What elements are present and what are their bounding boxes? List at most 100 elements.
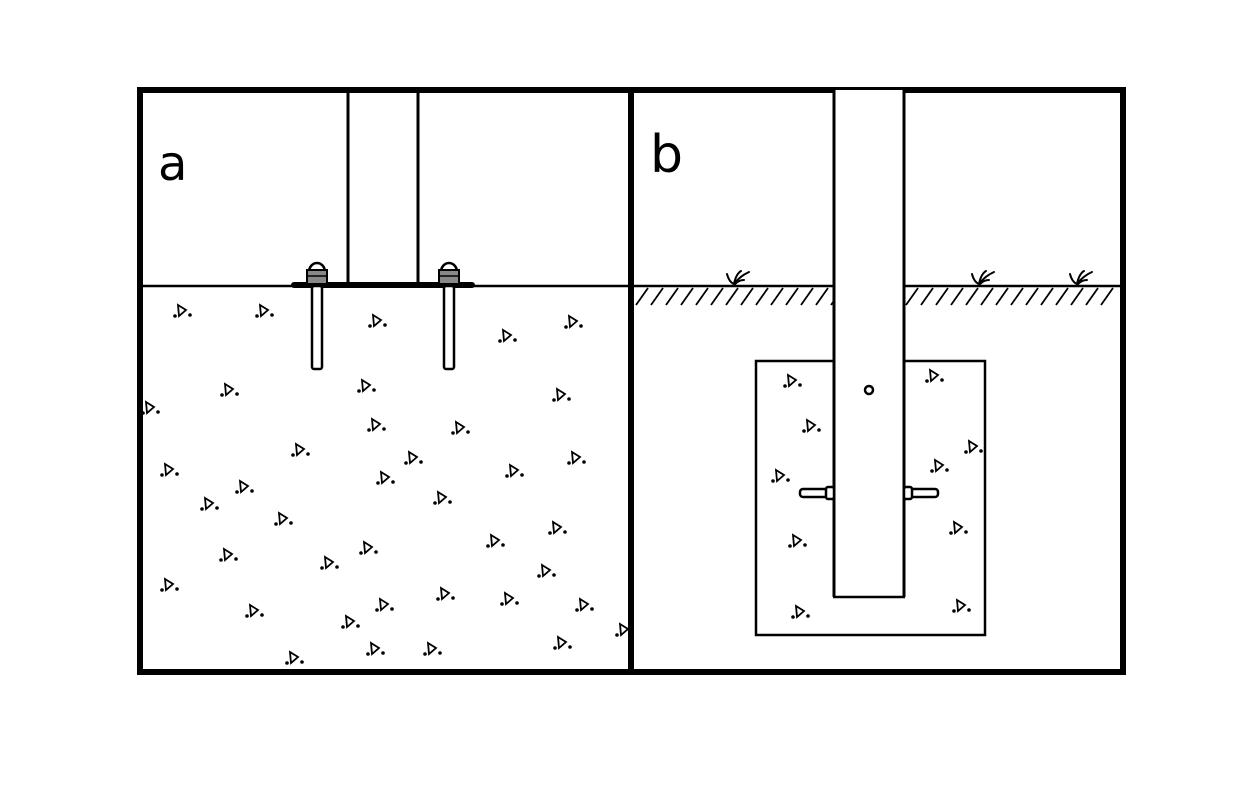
aggregate-mark (367, 417, 386, 432)
soil-hatch-line (665, 287, 679, 306)
aggregate-mark (160, 577, 179, 592)
aggregate-mark (802, 418, 821, 433)
panel-b-post-body (834, 90, 904, 597)
aggregate-mark (274, 511, 293, 526)
aggregate-mark (366, 641, 385, 656)
soil-hatch-line (1010, 287, 1024, 306)
aggregate-mark (498, 328, 517, 343)
aggregate-mark (357, 378, 376, 393)
soil-hatch-line (905, 287, 919, 306)
aggregate-mark (548, 520, 567, 535)
soil-hatch-line (680, 287, 694, 306)
soil-hatch-line (695, 287, 709, 306)
aggregate-mark (436, 586, 455, 601)
grass-tuft (726, 270, 750, 285)
soil-hatch-line (755, 287, 769, 306)
anchor-bolt-left-shaft (310, 284, 324, 371)
panel-b-label: b (650, 125, 683, 185)
soil-hatch-line (1040, 287, 1054, 306)
soil-hatch-line (800, 287, 814, 306)
aggregate-mark (791, 604, 810, 619)
aggregate-mark (404, 450, 423, 465)
aggregate-mark (451, 420, 470, 435)
aggregate-mark (964, 439, 983, 454)
aggregate-mark (235, 479, 254, 494)
soil-hatch-line (920, 287, 934, 306)
aggregate-mark (219, 547, 238, 562)
soil-hatch-line (635, 287, 649, 306)
aggregate-mark (160, 462, 179, 477)
aggregate-mark (173, 303, 192, 318)
panel-b-cross-pin (798, 485, 940, 501)
aggregate-mark (788, 533, 807, 548)
soil-hatch-line (965, 287, 979, 306)
aggregate-mark (341, 614, 360, 629)
panel-b: b (634, 90, 1120, 637)
anchor-bolt-right-nut (438, 269, 460, 285)
soil-hatch-line (935, 287, 949, 306)
aggregate-mark (486, 533, 505, 548)
aggregate-mark (564, 314, 583, 329)
soil-hatch-line (1055, 287, 1069, 306)
panel-b-post (832, 90, 906, 599)
panel-b-soil-hatching (635, 287, 1114, 306)
aggregate-mark (930, 458, 949, 473)
anchor-bolt-left-nut (306, 269, 328, 285)
aggregate-mark (505, 463, 524, 478)
soil-hatch-line (770, 287, 784, 306)
panel-b-cross-pin-right-collar (902, 485, 914, 501)
panel-b-cross-pin-left-collar (824, 485, 836, 501)
panel-b-grass (726, 270, 1093, 285)
aggregate-mark (433, 490, 452, 505)
aggregate-mark (375, 597, 394, 612)
soil-hatch-line (950, 287, 964, 306)
soil-hatch-line (1070, 287, 1084, 306)
soil-hatch-line (815, 287, 829, 306)
anchor-bolt-right (438, 261, 460, 371)
aggregate-mark (575, 597, 594, 612)
soil-hatch-line (740, 287, 754, 306)
aggregate-mark (423, 641, 442, 656)
soil-hatch-line (725, 287, 739, 306)
aggregate-mark (553, 635, 572, 650)
soil-hatch-line (1100, 287, 1114, 306)
aggregate-mark (255, 303, 274, 318)
soil-hatch-line (710, 287, 724, 306)
panel-b-post-hole (863, 384, 875, 396)
anchor-bolt-right-shaft (442, 284, 456, 371)
aggregate-mark (141, 400, 160, 415)
grass-tuft (1069, 270, 1093, 285)
aggregate-mark (949, 520, 968, 535)
aggregate-mark (359, 540, 378, 555)
aggregate-mark (376, 470, 395, 485)
grass-tuft (971, 270, 995, 285)
aggregate-mark (537, 563, 556, 578)
frame (137, 87, 1126, 675)
soil-hatch-line (1085, 287, 1099, 306)
aggregate-mark (925, 368, 944, 383)
aggregate-mark (220, 382, 239, 397)
aggregate-mark (245, 603, 264, 618)
aggregate-mark (285, 650, 304, 665)
soil-hatch-line (785, 287, 799, 306)
aggregate-mark (200, 496, 219, 511)
soil-hatch-line (650, 287, 664, 306)
panel-b-aggregate (771, 368, 983, 619)
aggregate-mark (500, 591, 519, 606)
panel-a-column (346, 90, 420, 286)
aggregate-mark (783, 373, 802, 388)
soil-hatch-line (1025, 287, 1039, 306)
aggregate-mark (291, 442, 310, 457)
aggregate-mark (615, 622, 634, 637)
aggregate-mark (567, 450, 586, 465)
panel-a-label: a (158, 136, 187, 192)
aggregate-mark (771, 468, 790, 483)
aggregate-mark (368, 313, 387, 328)
soil-hatch-line (995, 287, 1009, 306)
soil-hatch-line (980, 287, 994, 306)
aggregate-mark (320, 555, 339, 570)
anchor-bolt-left (306, 261, 328, 371)
panel-a: a (140, 90, 634, 665)
